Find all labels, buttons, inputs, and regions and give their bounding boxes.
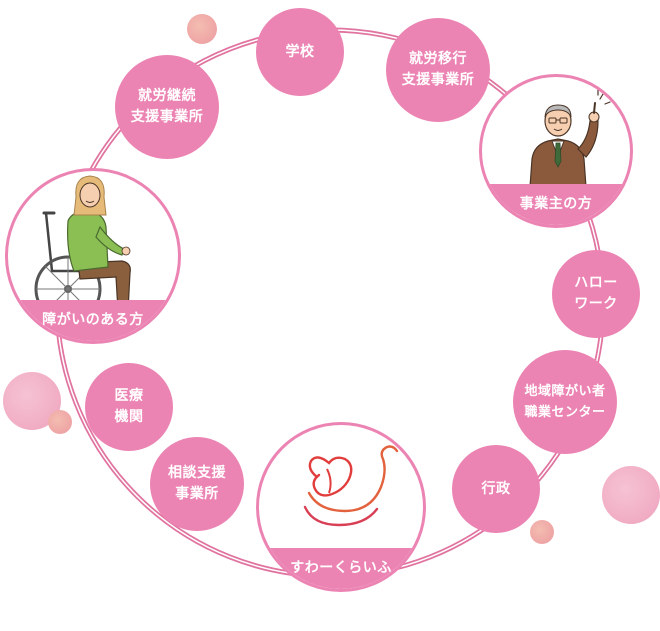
swan-logo-icon: [303, 445, 399, 527]
decorative-dot: [187, 14, 217, 44]
businessman-illustration: [529, 89, 611, 196]
decorative-dot: [530, 520, 554, 544]
node-regional-center: 地域障がい者 職業センター: [513, 350, 617, 454]
node-medical: 医療 機関: [85, 363, 173, 451]
node-administration: 行政: [452, 445, 540, 533]
node-hello-work: ハロー ワーク: [552, 250, 640, 338]
node-employer: 事業主の方: [479, 74, 633, 228]
node-consultation: 相談支援 事業所: [150, 437, 244, 531]
node-person-disability-label: 障がいのある方: [8, 300, 178, 341]
node-employer-label: 事業主の方: [482, 184, 630, 225]
node-continuation-support: 就労継続 支援事業所: [115, 55, 219, 159]
node-transition-support: 就労移行 支援事業所: [386, 18, 490, 122]
node-school: 学校: [256, 8, 344, 96]
node-center: すわーくらいふ: [256, 422, 426, 592]
decorative-dot: [48, 410, 72, 434]
node-person-disability: 障がいのある方: [5, 168, 181, 344]
decorative-dot: [602, 466, 660, 524]
node-center-label: すわーくらいふ: [259, 548, 423, 589]
